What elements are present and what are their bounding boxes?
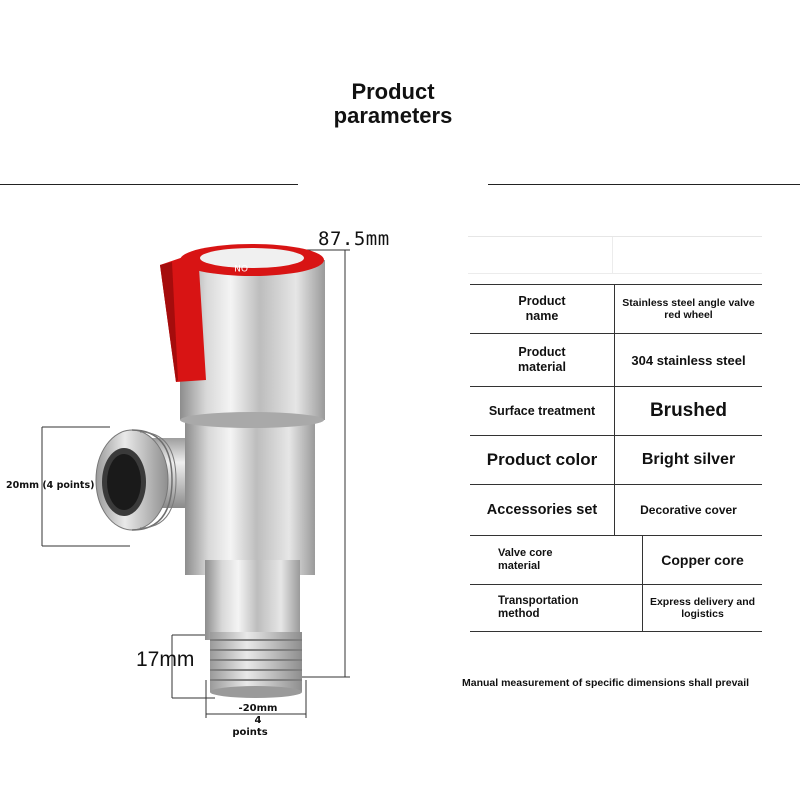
table-row: Valve core material Copper core [470, 535, 762, 584]
header-rule-right [488, 184, 800, 185]
bottom-size-points-1: 4 [254, 715, 262, 726]
param-label: Transportation method [470, 585, 643, 631]
bottom-size-value: -20mm [238, 703, 278, 714]
bottom-size-dimension: -20mm 4 points [222, 703, 294, 739]
param-value: Copper core [661, 552, 744, 568]
table-row: Product name Stainless steel angle valve… [470, 284, 762, 333]
param-value: Bright silver [641, 451, 736, 468]
page-header: Product parameters [0, 80, 800, 185]
param-value: Brushed [649, 400, 728, 421]
side-outlet-dimension: 20mm (4 points) [6, 480, 95, 491]
param-label: Product material [470, 334, 615, 386]
header-rule-left [0, 184, 298, 185]
param-value: Decorative cover [640, 503, 737, 517]
param-label: Surface treatment [470, 387, 615, 435]
bottom-size-points-2: points [232, 727, 268, 738]
param-value: Express delivery and logistics [649, 596, 756, 620]
side-thread [95, 429, 177, 531]
table-row: Accessories set Decorative cover [470, 484, 762, 535]
param-value: Stainless steel angle valve red wheel [622, 297, 755, 321]
table-row: Product material 304 stainless steel [470, 333, 762, 386]
thread-length-dimension: 17mm [136, 648, 195, 671]
table-row: Transportation method Express delivery a… [470, 584, 762, 632]
page-title: Product parameters [300, 80, 486, 128]
param-label: Accessories set [470, 485, 615, 535]
title-line-1: Product [351, 79, 435, 104]
param-label: Product color [470, 436, 615, 484]
parameters-table: Product name Stainless steel angle valve… [470, 284, 762, 632]
table-row: Surface treatment Brushed [470, 386, 762, 435]
angle-valve-image: ON [41, 244, 350, 718]
bottom-thread [210, 632, 302, 698]
param-label: Valve core material [470, 536, 643, 584]
measurement-note: Manual measurement of specific dimension… [462, 677, 750, 689]
param-label: Product name [470, 285, 615, 333]
param-value: 304 stainless steel [631, 352, 746, 368]
title-line-2: parameters [333, 103, 453, 128]
table-faded-header [468, 236, 762, 274]
height-dimension: 87.5mm [318, 228, 390, 250]
svg-text:ON: ON [234, 262, 248, 272]
table-row: Product color Bright silver [470, 435, 762, 484]
